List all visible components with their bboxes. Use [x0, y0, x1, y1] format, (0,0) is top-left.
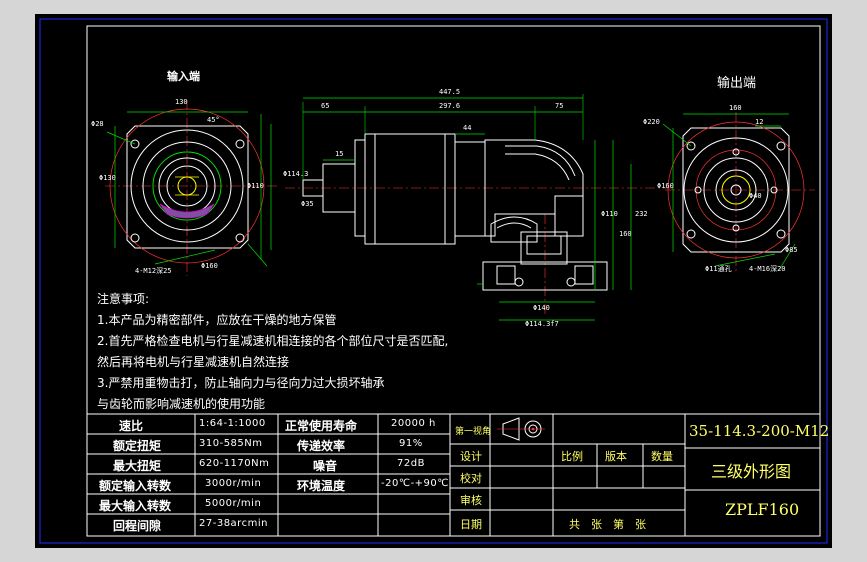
dim-side-160: 160 — [619, 230, 632, 238]
tb-design: 设计 — [460, 450, 482, 463]
dim-overall-length: 447.5 — [439, 88, 461, 96]
spec-max-torque-value: 620-1170Nm — [199, 458, 270, 469]
dim-input-thread: 4-M12深25 — [135, 267, 172, 275]
dim-output-phi40: Φ40 — [749, 192, 762, 200]
spec-temp-label: 环境温度 — [297, 479, 346, 493]
spec-ratio-label: 速比 — [119, 419, 144, 433]
spec-temp-value: -20℃-+90℃ — [381, 478, 450, 489]
dim-side-phi110: Φ110 — [601, 210, 618, 218]
dim-side-phi114f7: Φ114.3f7 — [525, 320, 559, 328]
projection-symbol — [497, 417, 545, 441]
input-end-label: 输入端 — [167, 70, 200, 83]
spec-max-input-value: 5000r/min — [205, 498, 262, 509]
dim-65: 65 — [321, 102, 330, 110]
spec-life-value: 20000 h — [391, 418, 436, 429]
outer-frame — [39, 18, 828, 544]
spec-max-input-label: 最大输入转数 — [99, 499, 172, 513]
title-block-grid — [449, 413, 821, 537]
spec-efficiency-value: 91% — [399, 438, 423, 449]
tb-part-number: 35-114.3-200-M12 — [689, 422, 830, 440]
spec-noise-label: 噪音 — [313, 459, 338, 473]
drawing-canvas — [39, 18, 828, 544]
dim-input-width: 130 — [175, 98, 188, 106]
tb-proof: 校对 — [460, 472, 482, 485]
tb-scale: 比例 — [561, 450, 583, 463]
dim-side-232: 232 — [635, 210, 648, 218]
dim-15: 15 — [335, 150, 344, 158]
dim-input-phi110: Φ110 — [247, 182, 264, 190]
spec-rated-input-label: 额定输入转数 — [99, 479, 172, 493]
dim-output-phi220: Φ220 — [643, 118, 660, 126]
tb-projection: 第一视角 — [455, 427, 492, 437]
output-end-view — [662, 112, 815, 272]
notes-title: 注意事项: — [97, 292, 150, 306]
tb-sheets: 共 张 第 张 — [569, 518, 646, 531]
dim-side-phi140: Φ140 — [533, 304, 550, 312]
dim-75: 75 — [555, 102, 564, 110]
spec-efficiency-label: 传递效率 — [297, 439, 346, 453]
spec-backlash-value: 27-38arcmin — [199, 518, 268, 529]
output-end-label: 输出端 — [717, 76, 757, 91]
dim-input-angle: 45° — [207, 116, 220, 124]
tb-review: 审核 — [460, 494, 482, 507]
note-line-2: 2.首先严格检查电机与行星减速机相连接的各个部位尺寸是否匹配, — [97, 334, 449, 348]
dim-input-hole: Φ28 — [91, 120, 104, 128]
note-line-4: 3.严禁用重物击打，防止轴向力与径向力过大损坏轴承 — [97, 376, 385, 390]
dim-side-phi114: Φ114.3 — [283, 170, 309, 178]
tb-model: ZPLF160 — [725, 500, 800, 519]
tb-date: 日期 — [460, 518, 482, 531]
note-line-5: 与齿轮而影响减速机的使用功能 — [97, 397, 266, 411]
dim-input-phi130: Φ130 — [99, 174, 116, 182]
dim-output-width: 160 — [729, 104, 742, 112]
spec-life-label: 正常使用寿命 — [285, 419, 358, 433]
dim-input-phi160: Φ160 — [201, 262, 218, 270]
dim-output-12: 12 — [755, 118, 764, 126]
drawing-sheet: 输入端 输出端 130 45° Φ28 Φ130 Φ110 Φ160 4-M12… — [35, 14, 832, 548]
note-line-1: 1.本产品为精密部件，应放在干燥的地方保管 — [97, 313, 337, 327]
dim-output-thread: 4-M16深20 — [749, 265, 786, 273]
spec-rated-torque-label: 额定扭矩 — [113, 439, 162, 453]
spec-backlash-label: 回程间隙 — [113, 519, 162, 533]
dim-44: 44 — [463, 124, 472, 132]
spec-ratio-value: 1:64-1:1000 — [199, 418, 266, 429]
dim-output-phi160: Φ160 — [657, 182, 674, 190]
tb-version: 版本 — [605, 450, 627, 463]
note-line-3: 然后再将电机与行星减速机自然连接 — [97, 355, 290, 369]
input-end-view — [105, 100, 277, 276]
side-view — [285, 94, 675, 321]
dim-output-through-hole: Φ11通孔 — [705, 265, 732, 273]
tb-drawing-name: 三级外形图 — [711, 462, 792, 481]
spec-table-grid — [86, 413, 451, 537]
spec-rated-input-value: 3000r/min — [205, 478, 262, 489]
spec-max-torque-label: 最大扭矩 — [113, 459, 162, 473]
spec-noise-value: 72dB — [397, 458, 425, 469]
dim-297: 297.6 — [439, 102, 461, 110]
dim-side-phi35: Φ35 — [301, 200, 314, 208]
dim-output-phi85: Φ85 — [785, 246, 798, 254]
spec-rated-torque-value: 310-585Nm — [199, 438, 263, 449]
tb-quantity: 数量 — [651, 450, 673, 463]
